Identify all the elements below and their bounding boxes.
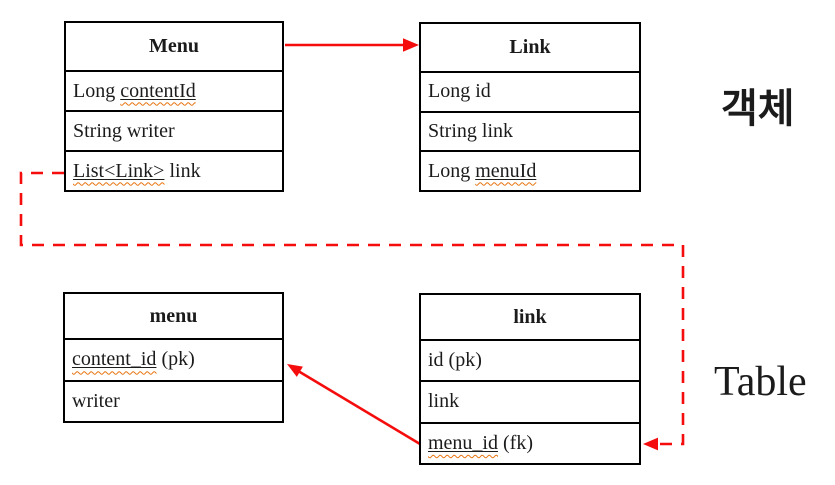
row-text: id (pk) bbox=[428, 349, 482, 372]
table-side-label: Table bbox=[714, 359, 807, 405]
menu-class-row-contentid: Long contentId bbox=[66, 70, 282, 110]
menu-id-to-content-id-arrow bbox=[287, 364, 421, 446]
row-text: String writer bbox=[73, 119, 175, 142]
row-text: String link bbox=[428, 119, 514, 142]
link-class-row-link: String link bbox=[421, 110, 639, 151]
menu-class-row-link-list: List<Link> link bbox=[66, 150, 282, 190]
menu-table-box: menu content_id (pk) writer bbox=[63, 292, 284, 423]
menu-to-link-arrow bbox=[285, 38, 419, 52]
link-table-row-link: link bbox=[421, 380, 639, 421]
link-class-row-id: Long id bbox=[421, 71, 639, 111]
row-text: link bbox=[164, 159, 201, 182]
object-side-label: 객체 bbox=[721, 86, 795, 131]
misspelled-underlined-text: menuId bbox=[475, 159, 537, 182]
row-text: writer bbox=[72, 389, 120, 412]
misspelled-underlined-text: menu_id bbox=[428, 431, 498, 454]
row-text: Long bbox=[428, 159, 476, 182]
link-table-title: link bbox=[513, 305, 547, 328]
link-class-row-menuid: Long menuId bbox=[421, 150, 639, 190]
misspelled-underlined-text: contentId bbox=[120, 79, 196, 102]
row-text: Long id bbox=[428, 80, 491, 103]
row-text: link bbox=[428, 390, 460, 413]
menu-table-row-content-id: content_id (pk) bbox=[65, 338, 282, 380]
row-text: (fk) bbox=[498, 431, 533, 454]
link-class-title: Link bbox=[509, 36, 551, 58]
link-class-box: Link Long id String link Long menuId bbox=[419, 22, 641, 192]
link-table-row-id: id (pk) bbox=[421, 339, 639, 380]
menu-class-box: Menu Long contentId String writer List<L… bbox=[64, 21, 284, 192]
menu-table-title: menu bbox=[149, 304, 198, 327]
menu-table-row-writer: writer bbox=[65, 379, 282, 422]
row-text: Long bbox=[73, 79, 121, 102]
misspelled-underlined-text: List<Link> bbox=[73, 159, 165, 182]
menu-class-title: Menu bbox=[149, 35, 199, 57]
link-table-box: link id (pk) link menu_id (fk) bbox=[419, 293, 641, 465]
row-text: (pk) bbox=[156, 348, 195, 371]
misspelled-underlined-text: content_id bbox=[72, 348, 157, 371]
menu-class-row-writer: String writer bbox=[66, 110, 282, 150]
link-table-row-menu-id: menu_id (fk) bbox=[421, 421, 639, 463]
